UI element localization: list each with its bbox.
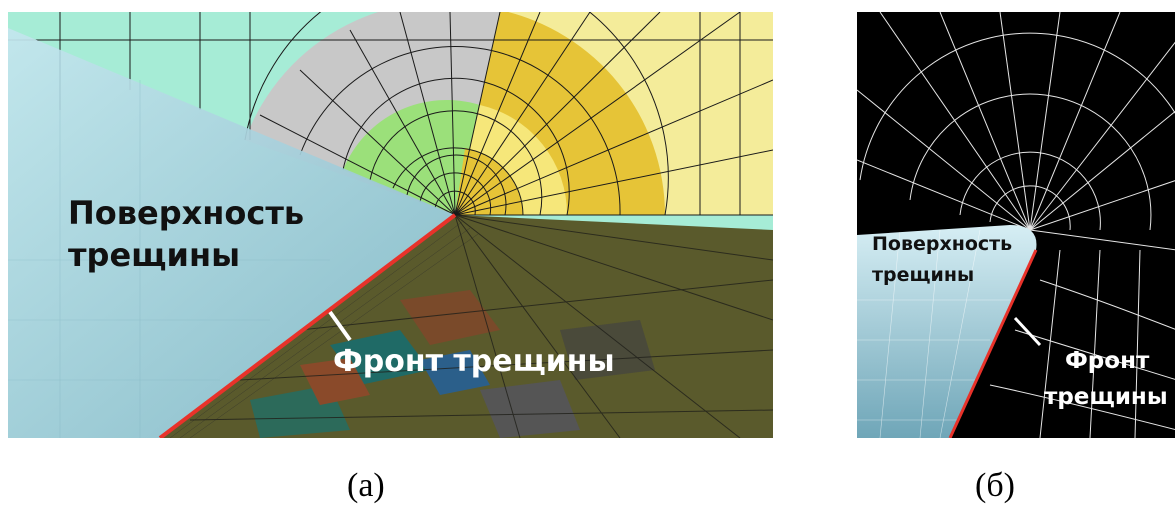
panel-b-front-label-2: трещины bbox=[1044, 384, 1168, 410]
panel-a-caption: (а) bbox=[347, 467, 385, 504]
panel-b-front-label-1: Фронт bbox=[1065, 348, 1150, 374]
panel-a-surface-label-2: трещины bbox=[68, 236, 240, 274]
panel-b-caption: (б) bbox=[975, 467, 1015, 504]
panel-a-surface-label-1: Поверхность bbox=[68, 194, 304, 232]
panel-a-front-label: Фронт трещины bbox=[333, 344, 615, 379]
panel-b-surface-label-1: Поверхность bbox=[872, 233, 1012, 255]
panel-b-surface-label-2: трещины bbox=[872, 264, 974, 286]
